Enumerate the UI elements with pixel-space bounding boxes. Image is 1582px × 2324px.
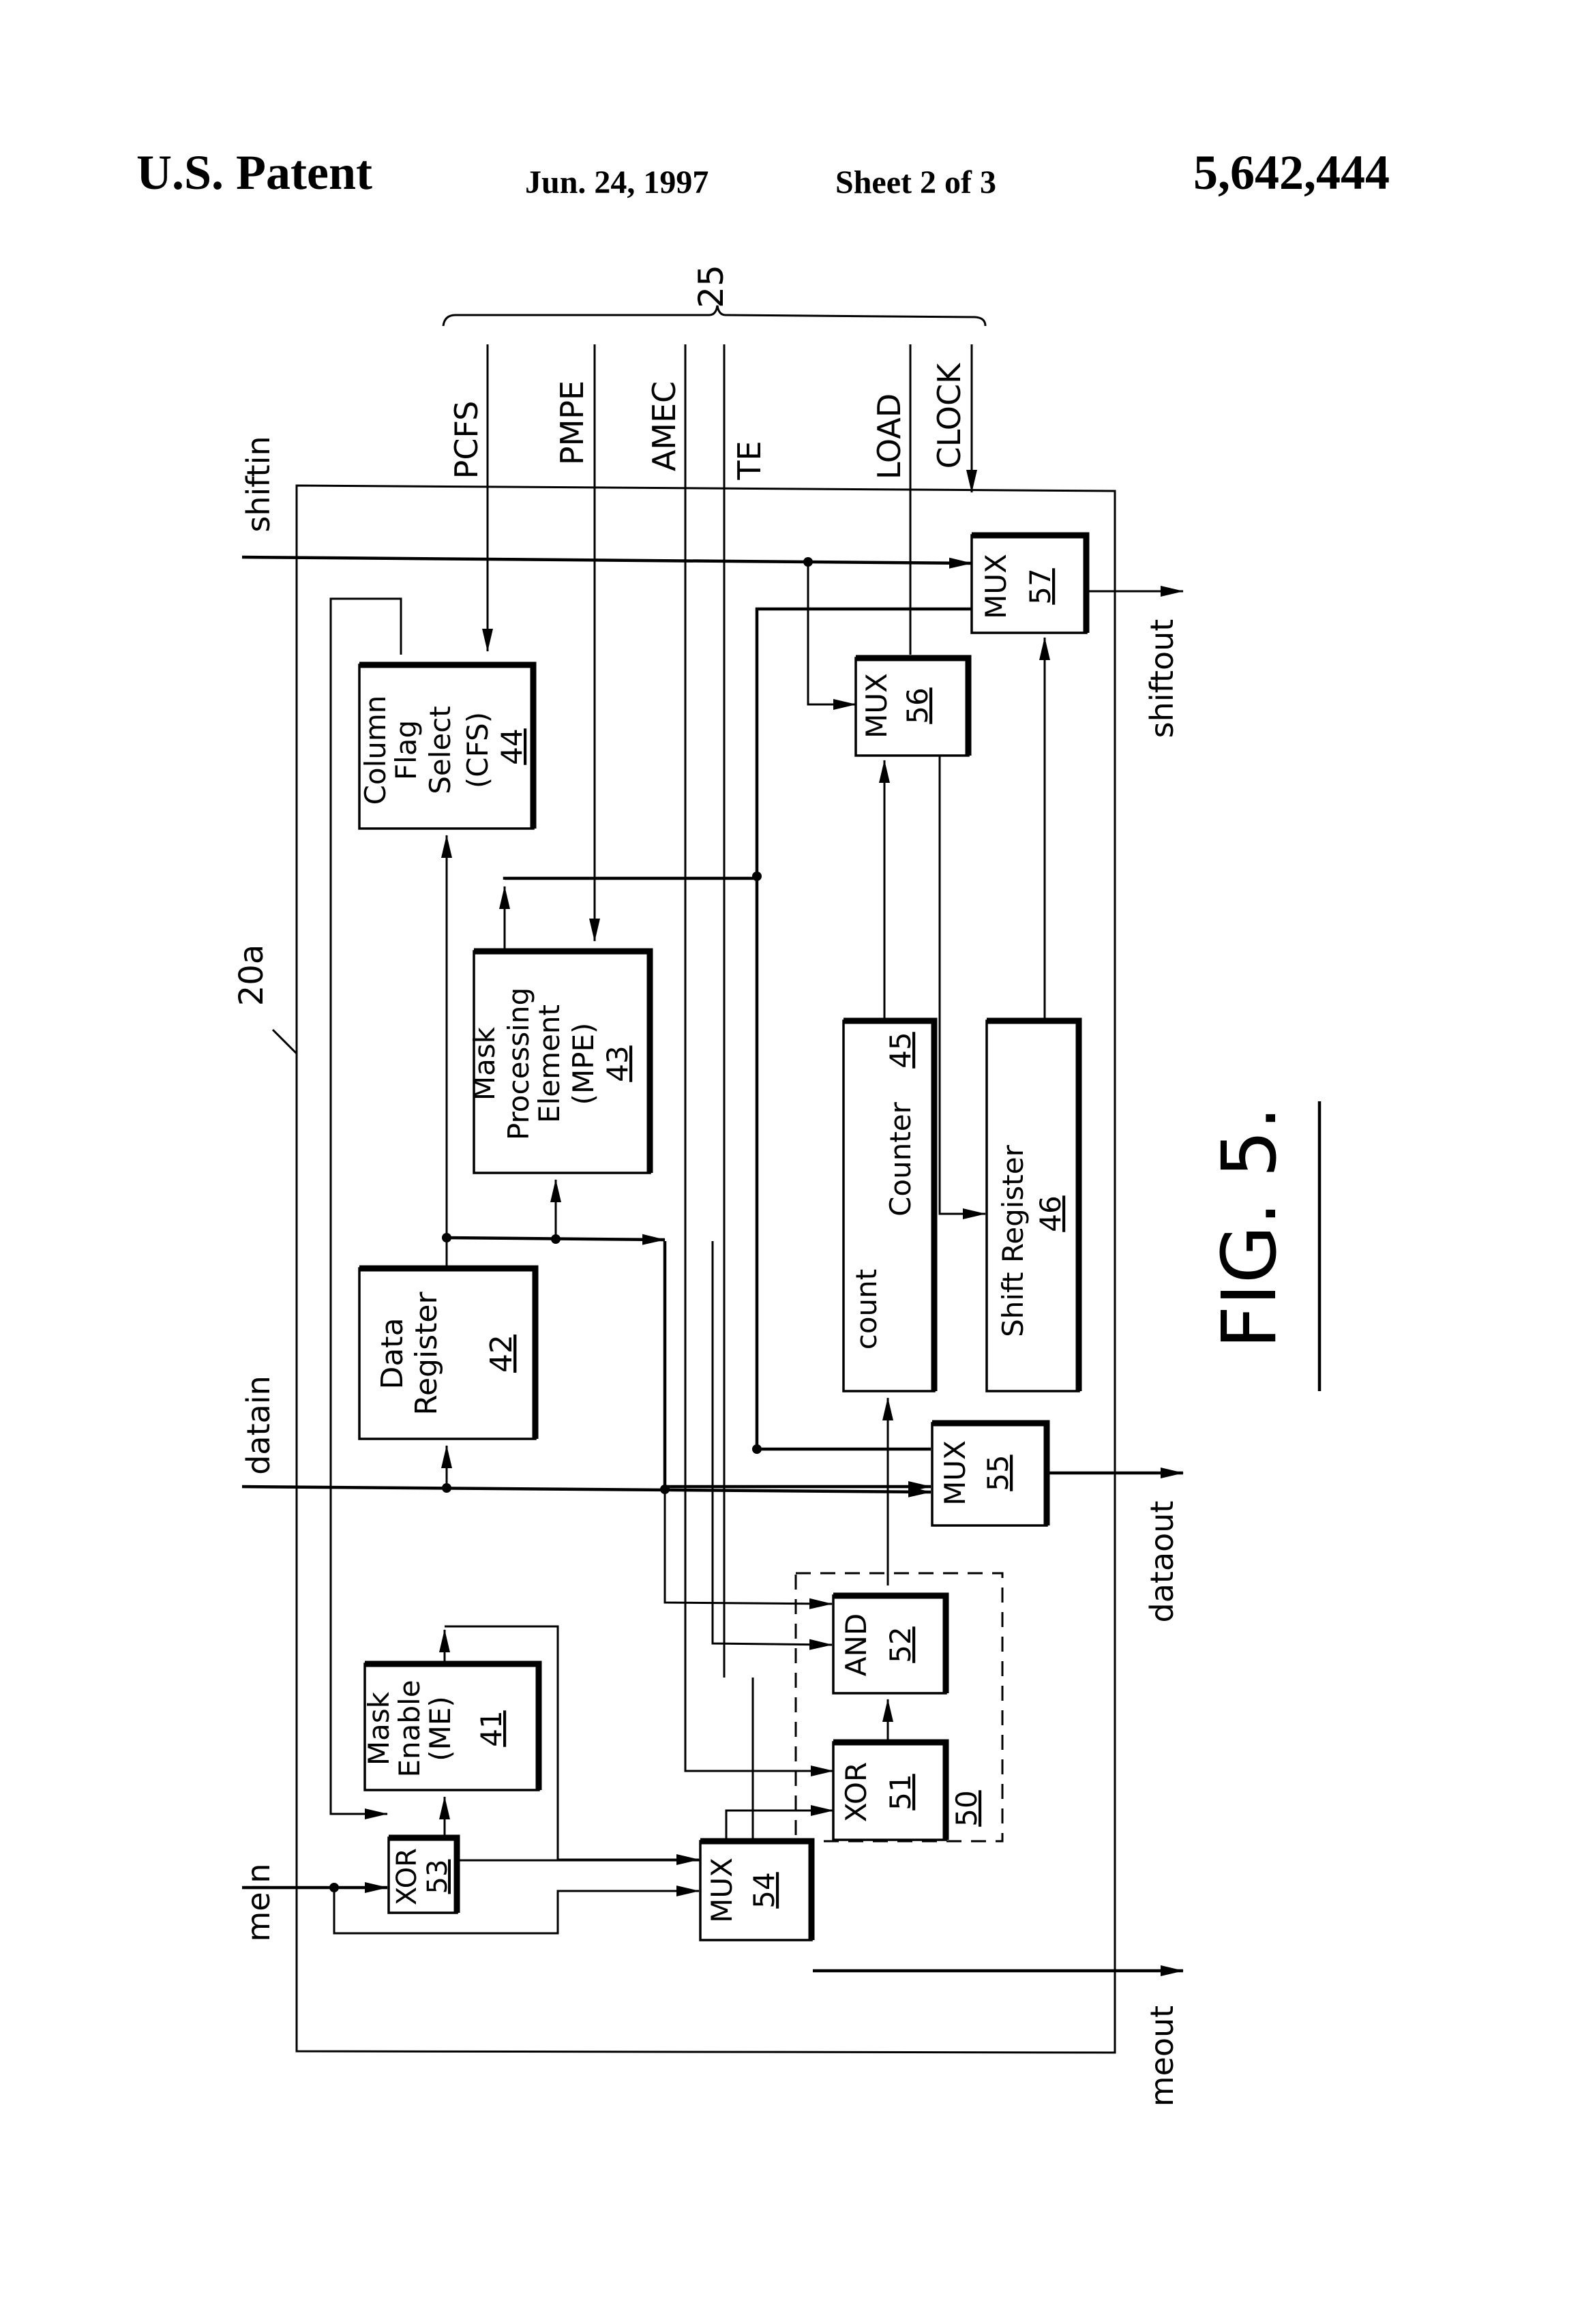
cfs-line-1: Column xyxy=(359,696,392,805)
mux55-block: MUX 55 xyxy=(932,1423,1047,1525)
me-line-2: Enable xyxy=(393,1680,426,1777)
figure-label: FIG. 5. xyxy=(1206,1106,1293,1349)
mux54-block: MUX 54 xyxy=(700,1841,811,1940)
and52-ref: 52 xyxy=(884,1626,917,1663)
and52-block: AND 52 xyxy=(833,1596,946,1693)
xor53-ref: 53 xyxy=(422,1860,453,1894)
mpe-line-1: Mask xyxy=(468,1026,501,1101)
xor53-label: XOR xyxy=(391,1848,423,1905)
group50-ref: 50 xyxy=(950,1790,983,1826)
signal-label-shiftin: shiftin xyxy=(240,436,277,532)
mux56-to-shiftreg xyxy=(940,756,985,1214)
counter-input-label: count xyxy=(850,1269,883,1350)
amec-to-xor51 xyxy=(685,1749,833,1771)
mux56-block: MUX 56 xyxy=(856,658,968,756)
shift-register-block: Shift Register 46 xyxy=(987,1021,1079,1391)
signal-label-datain: datain xyxy=(240,1375,277,1475)
cfs-line-4: (CFS) xyxy=(461,712,494,788)
signal-label-te: TE xyxy=(731,441,768,480)
mux56-ref: 56 xyxy=(901,687,934,724)
cfs-line-3: Select xyxy=(423,706,457,794)
cfs-block: Column Flag Select (CFS) 44 xyxy=(359,665,533,829)
xor51-label: XOR xyxy=(839,1762,873,1822)
junction-dot xyxy=(442,1233,451,1242)
mux54-ref: 54 xyxy=(747,1872,781,1908)
bus-ref-label: 25 xyxy=(691,265,731,308)
datareg-line-1: Data xyxy=(375,1317,410,1389)
counter-label: Counter xyxy=(884,1101,917,1217)
xor53-block: XOR 53 xyxy=(389,1838,457,1913)
signal-label-amec: AMEC xyxy=(646,381,683,471)
cfs-line-2: Flag xyxy=(389,720,423,780)
mux57-block: MUX 57 xyxy=(972,535,1086,633)
mux57-ref: 57 xyxy=(1024,568,1057,604)
cfs-ref: 44 xyxy=(495,728,528,764)
xor51-block: XOR 51 xyxy=(833,1742,946,1840)
mux54-label: MUX xyxy=(705,1858,738,1923)
and52-label: AND xyxy=(839,1613,873,1677)
mux56-label: MUX xyxy=(860,673,893,739)
signal-label-dataout: dataout xyxy=(1144,1501,1180,1623)
me-ref: 41 xyxy=(475,1710,508,1746)
data-register-block: Data Register 42 xyxy=(359,1268,535,1439)
mpe-block: Mask Processing Element (MPE) 43 xyxy=(468,951,650,1173)
mpe-feedback-line xyxy=(505,878,757,880)
shiftin-to-mux56 xyxy=(808,562,856,704)
mpe-line-2: Processing xyxy=(502,987,535,1140)
counter-ref: 45 xyxy=(884,1032,917,1068)
signal-label-pcfs: PCFS xyxy=(448,401,485,479)
junction-dot xyxy=(752,1444,762,1454)
mask-enable-block: Mask Enable (ME) 41 xyxy=(362,1664,539,1790)
signal-label-load: LOAD xyxy=(871,393,908,479)
mux55-ref: 55 xyxy=(981,1455,1015,1491)
mpe-line-4: (MPE) xyxy=(567,1023,600,1105)
mpe-ref: 43 xyxy=(601,1045,634,1082)
counter-block: count Counter 45 xyxy=(844,1021,934,1391)
mpe-to-and52 xyxy=(713,1241,832,1645)
shiftin-line xyxy=(242,557,972,563)
mux57-label: MUX xyxy=(979,554,1013,619)
signal-label-meout: meout xyxy=(1144,2006,1180,2106)
datareg-ref: 42 xyxy=(484,1335,519,1373)
me-line-1: Mask xyxy=(362,1691,395,1766)
mux55-label: MUX xyxy=(938,1440,972,1506)
xor51-ref: 51 xyxy=(884,1774,917,1810)
datain-to-and52 xyxy=(665,1489,832,1604)
mpe-line-3: Element xyxy=(533,1004,566,1123)
unit-ref-leader xyxy=(273,1030,297,1054)
signal-label-shiftout: shiftout xyxy=(1144,619,1180,739)
signal-label-clock: CLOCK xyxy=(931,362,968,468)
signal-label-pmpe: PMPE xyxy=(554,381,591,465)
datareg-line-2: Register xyxy=(409,1292,444,1416)
signal-label-mein: mein xyxy=(240,1863,277,1941)
shiftreg-label: Shift Register xyxy=(996,1144,1030,1337)
shiftreg-ref: 46 xyxy=(1034,1195,1067,1232)
me-line-3: (ME) xyxy=(423,1696,457,1761)
unit-ref-label: 20a xyxy=(233,944,271,1007)
